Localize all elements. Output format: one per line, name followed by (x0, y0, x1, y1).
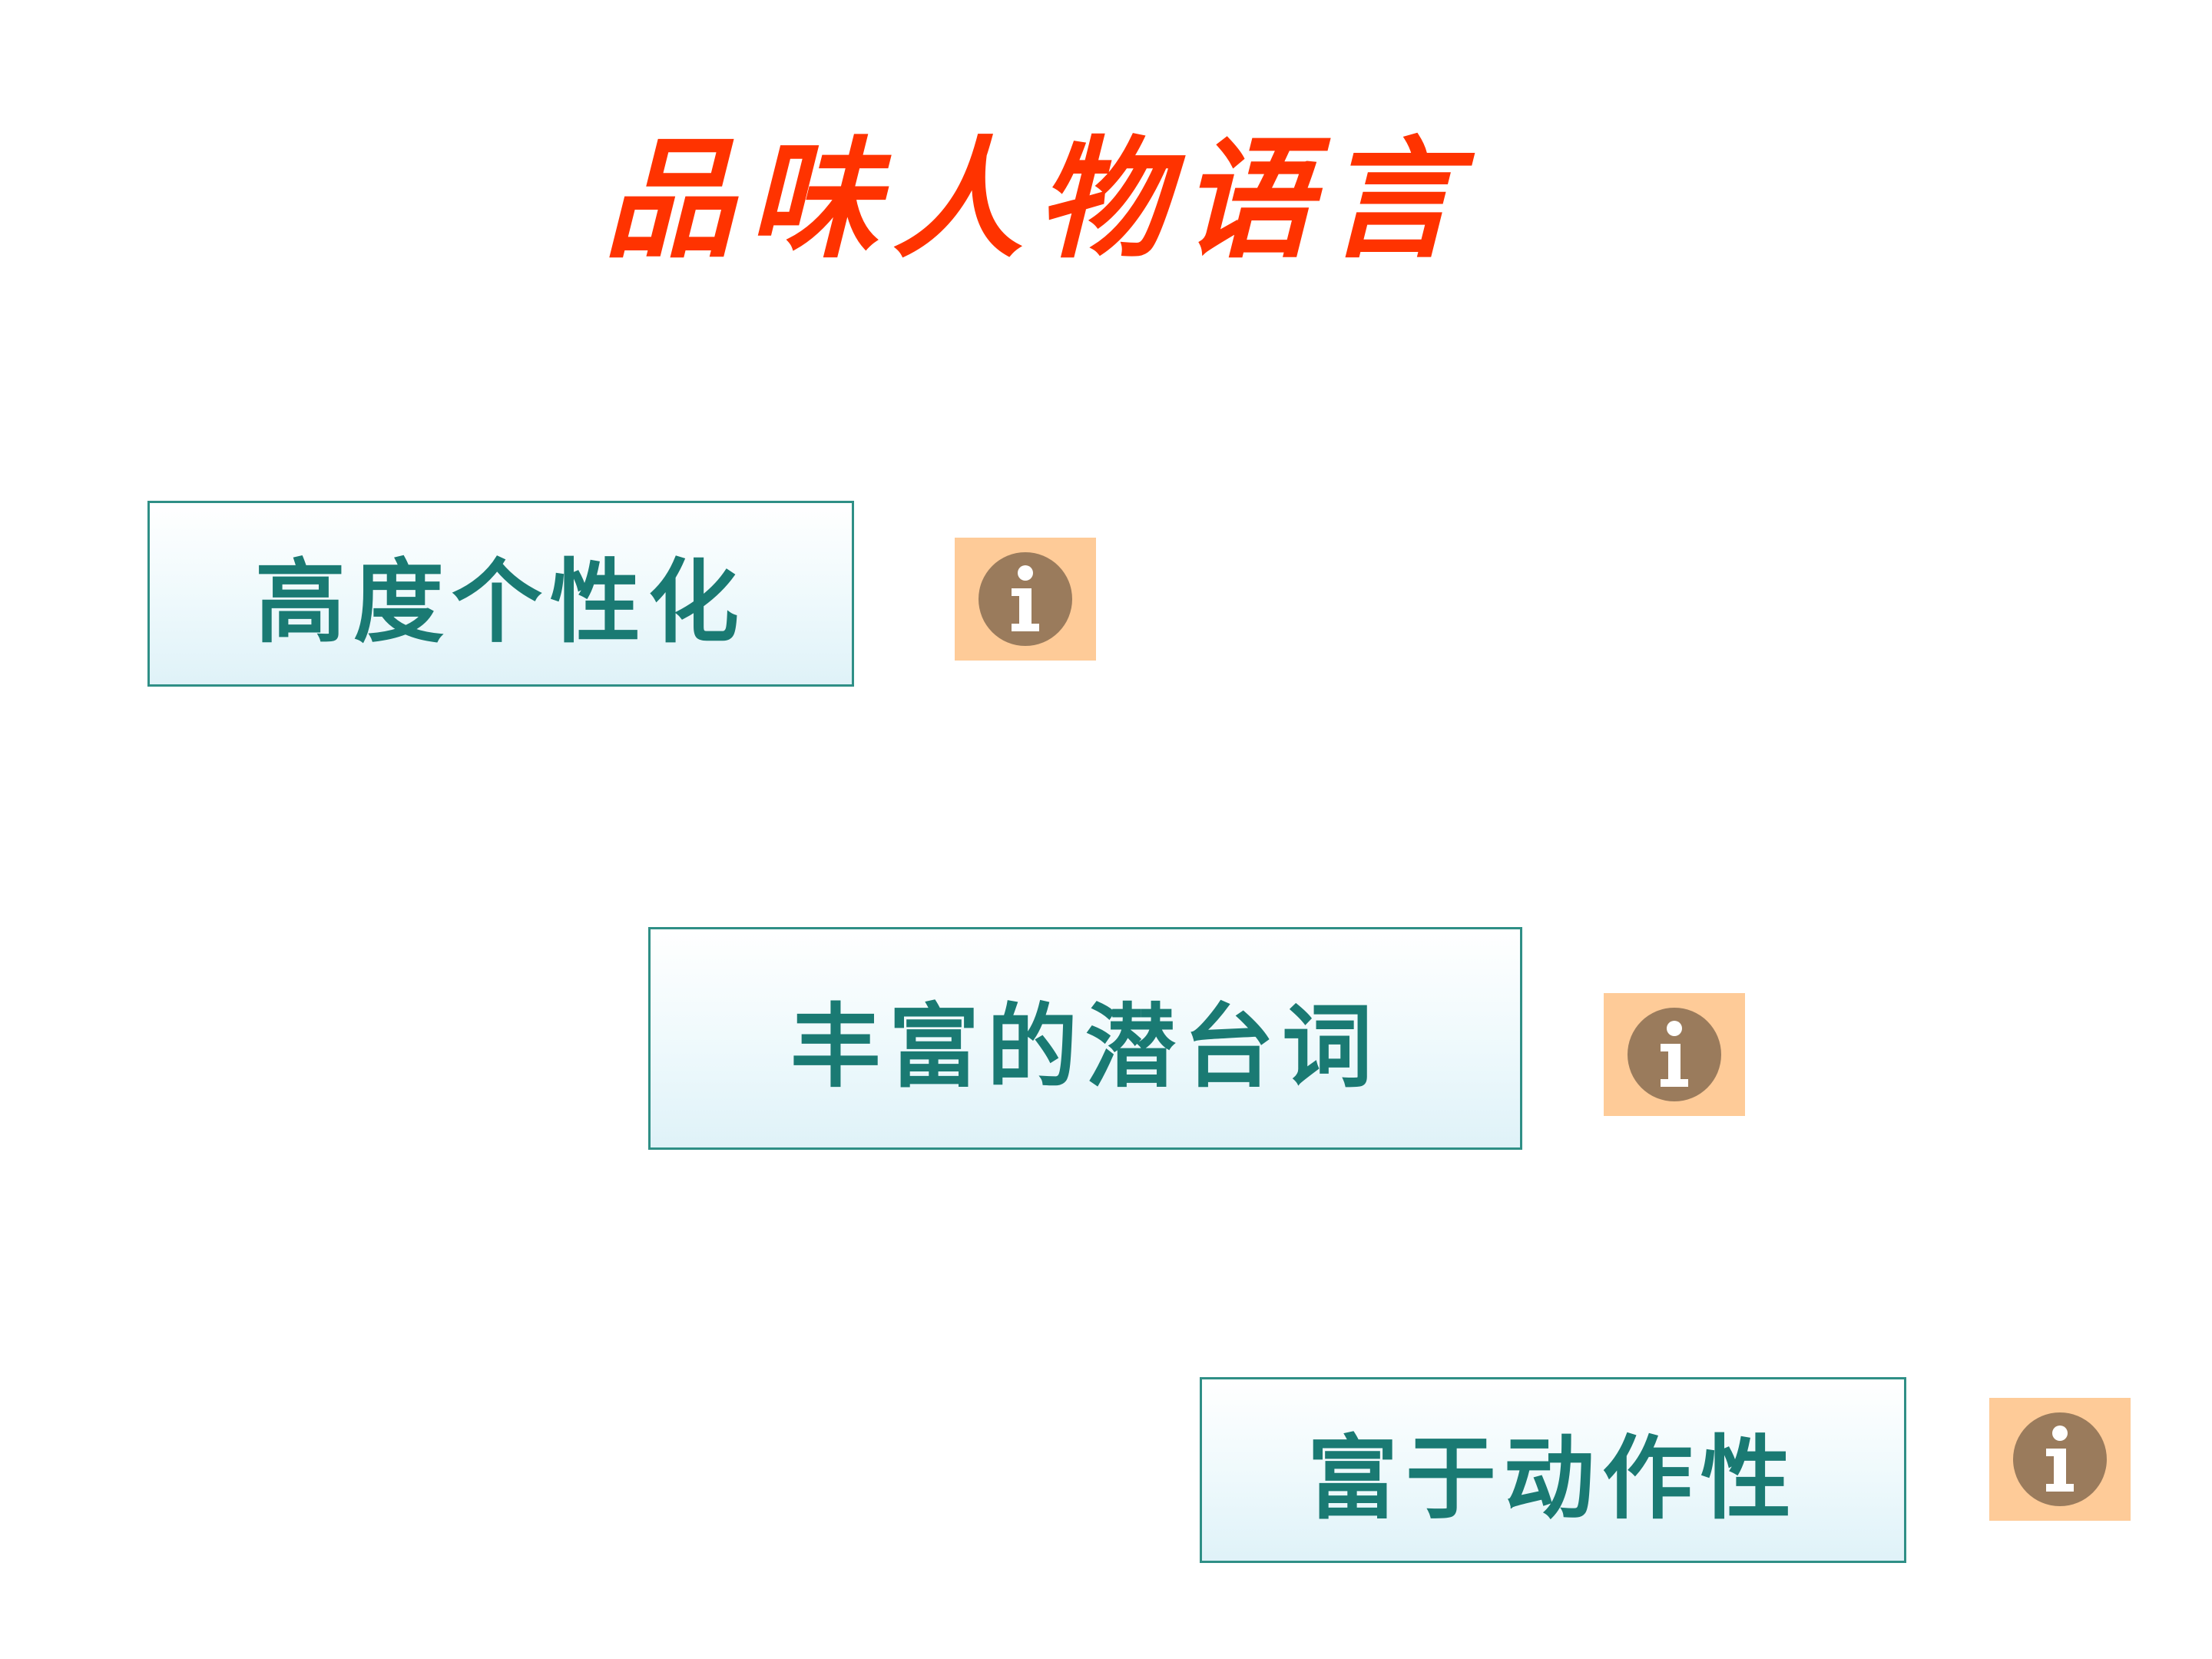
info-button-3[interactable] (1989, 1398, 2131, 1521)
topic-box-action[interactable]: 富于动作性 (1200, 1377, 1906, 1563)
topic-label: 丰富的潜台词 (790, 993, 1380, 1100)
info-icon (979, 552, 1072, 646)
topic-box-individualized[interactable]: 高度个性化 (147, 501, 854, 687)
topic-label: 富于动作性 (1306, 1425, 1799, 1532)
info-button-1[interactable] (955, 538, 1096, 661)
info-icon (2013, 1412, 2107, 1506)
topic-box-subtext[interactable]: 丰富的潜台词 (648, 927, 1522, 1150)
info-icon (1628, 1008, 1721, 1101)
slide-title: 品味人物语言 (603, 123, 1470, 276)
topic-label: 高度个性化 (254, 548, 747, 655)
info-button-2[interactable] (1604, 993, 1745, 1116)
